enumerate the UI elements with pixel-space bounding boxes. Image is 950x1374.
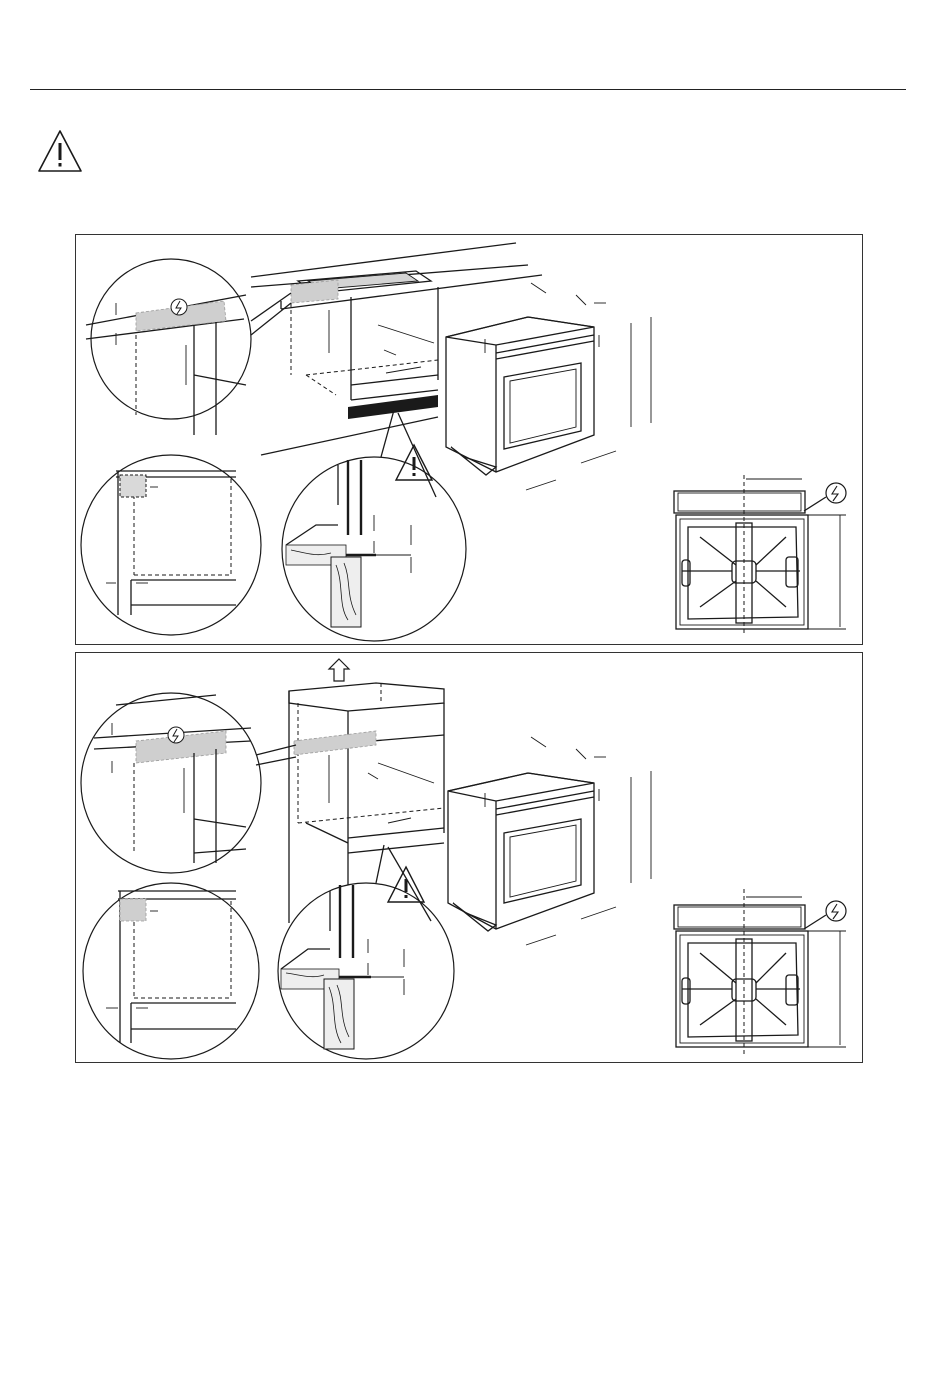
cabinet-dimensions [329,310,434,373]
electrical-connection-icon [171,299,187,315]
detail-circle-cabinet-top [86,259,291,435]
detail-circle-side-view [81,455,261,635]
warning-triangle-icon [37,128,83,174]
oven-body [448,773,594,931]
electrical-connection-icon [826,483,846,503]
detail-circle-side-view [83,883,259,1059]
electrical-zone [294,731,376,755]
header-rule [30,89,906,90]
installation-diagram-under-countertop [76,235,862,644]
figure-under-countertop [75,234,863,645]
up-arrow-icon [329,659,349,681]
detail-circle-ventilation [278,845,454,1059]
figure-column-cabinet [75,652,863,1063]
oven-body [446,317,594,475]
electrical-connection-icon [168,727,184,743]
oven-front-view [674,475,846,635]
cabinet [261,287,438,455]
installation-diagram-column-cabinet [76,653,862,1062]
oven-front-view [674,889,846,1055]
cabinet-dimensions [329,755,434,823]
electrical-connection-icon [826,901,846,921]
detail-circle-cabinet-top [81,693,296,873]
